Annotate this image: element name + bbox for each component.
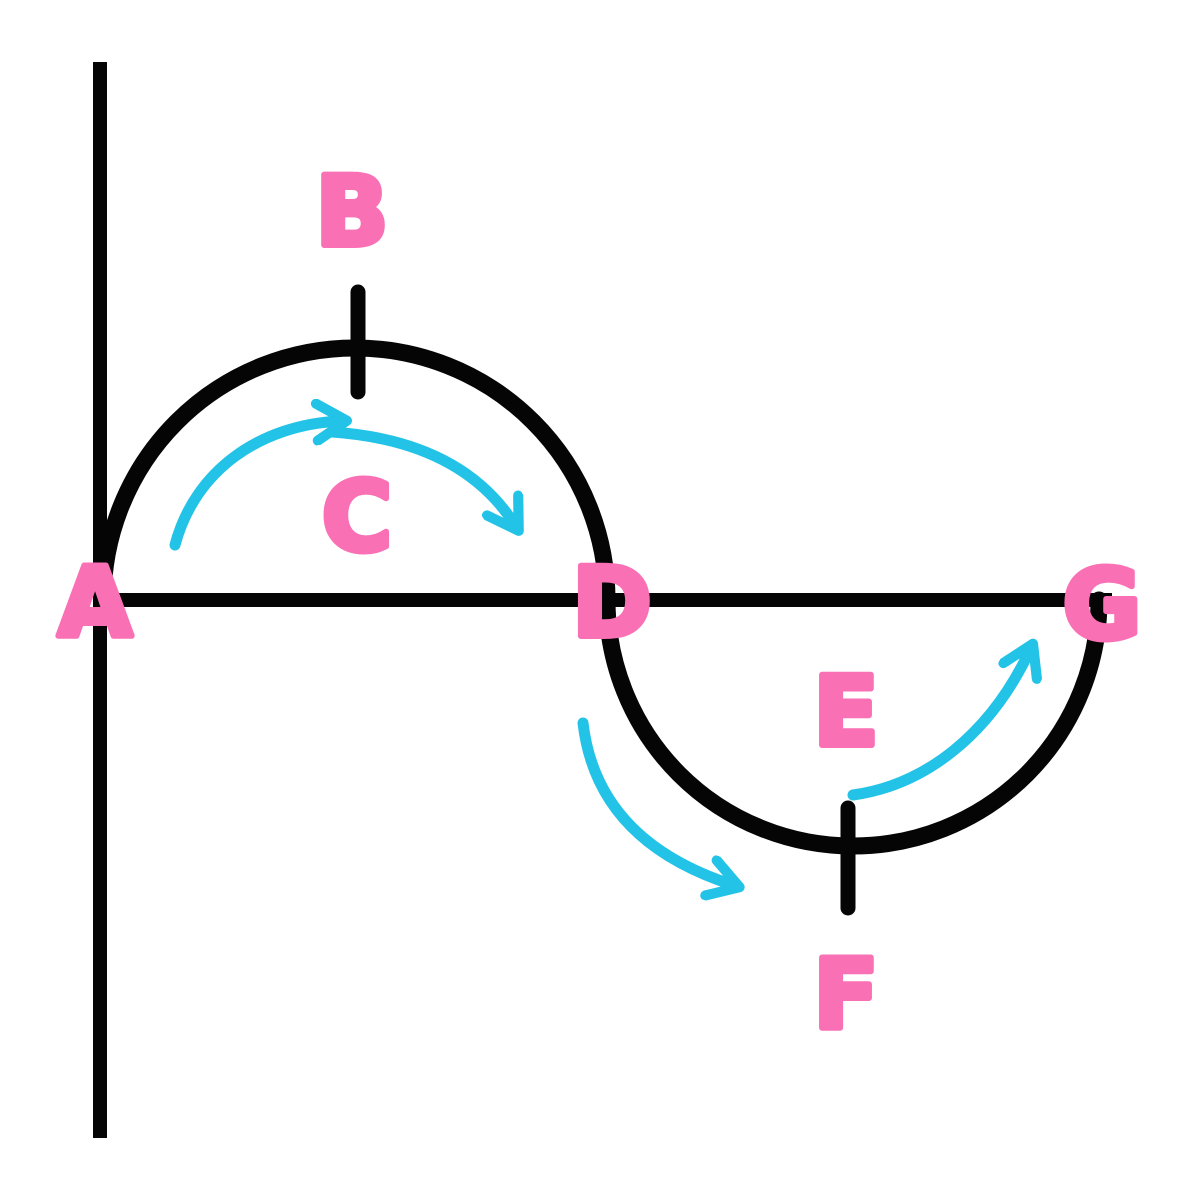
point-label-b: B xyxy=(315,156,388,268)
point-label-c: C xyxy=(322,461,392,573)
point-label-d: D xyxy=(572,547,652,659)
trough-fall-arrow-icon xyxy=(577,717,733,885)
point-label-a: A xyxy=(58,547,132,659)
crest-fall-arrow-icon xyxy=(326,426,515,525)
point-label-g: G xyxy=(1063,549,1142,661)
point-label-f: F xyxy=(813,939,879,1051)
point-label-e: E xyxy=(813,656,879,768)
sine-curve xyxy=(94,339,1108,855)
trough-rise-arrow-icon xyxy=(847,650,1030,801)
crest-rise-arrow-icon xyxy=(169,421,340,551)
